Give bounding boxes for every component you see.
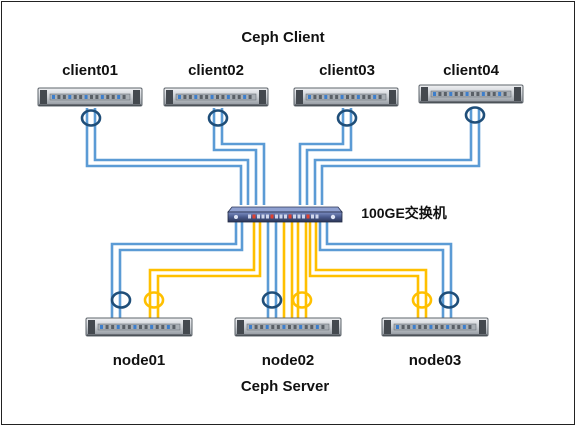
client-label-3: client03 xyxy=(319,62,375,79)
node-public-cable-1-1 xyxy=(110,222,238,318)
node-public-cable-3-1 xyxy=(318,222,445,318)
client-label-2: client02 xyxy=(188,62,244,79)
ceph-client-title: Ceph Client xyxy=(241,29,325,46)
node-server-icon-3 xyxy=(381,317,489,337)
client-cable-2-1 xyxy=(212,108,258,205)
client-cable-ring-icon-2 xyxy=(207,109,229,127)
client-label-4: client04 xyxy=(443,62,499,79)
node-public-cable-1-2 xyxy=(118,222,244,318)
client-cable-3-2 xyxy=(305,108,353,205)
client-cable-ring-icon-1 xyxy=(80,109,102,127)
client-cable-1-2 xyxy=(93,108,250,205)
cluster-network-cables xyxy=(148,222,428,318)
client-cable-4-1 xyxy=(313,108,473,205)
node-label-1: node01 xyxy=(112,352,166,369)
node-public-cable-3-2 xyxy=(325,222,453,318)
node-server-icon-1 xyxy=(85,317,193,337)
switch-icon xyxy=(227,206,343,223)
client-cable-4-2 xyxy=(320,108,481,205)
node-public-ring-icon-3 xyxy=(438,291,460,309)
node-server-icon-2 xyxy=(234,317,342,337)
client-server-icon-3 xyxy=(293,87,399,107)
client-cable-2-2 xyxy=(220,108,266,205)
ceph-server-title: Ceph Server xyxy=(240,378,330,395)
client-cable-ring-icon-3 xyxy=(336,109,358,127)
client-server-icon-4 xyxy=(418,84,524,104)
node-cluster-cable-1-1 xyxy=(148,222,256,318)
devices-layer xyxy=(37,84,524,337)
node-label-2: node02 xyxy=(261,352,315,369)
node-cluster-ring-icon-2 xyxy=(291,291,313,309)
node-label-3: node03 xyxy=(408,352,462,369)
client-label-1: client01 xyxy=(62,62,118,79)
node-cluster-ring-icon-3 xyxy=(411,291,433,309)
node-cluster-ring-icon-1 xyxy=(143,291,165,309)
node-public-ring-icon-1 xyxy=(110,291,132,309)
node-cluster-cable-3-1 xyxy=(308,222,420,318)
switch-label: 100GE交换机 xyxy=(361,205,447,221)
client-cable-ring-icon-4 xyxy=(464,106,486,124)
node-cluster-cable-3-2 xyxy=(314,222,428,318)
node-public-ring-icon-2 xyxy=(261,291,283,309)
node-cluster-cable-1-2 xyxy=(156,222,262,318)
client-cable-1-1 xyxy=(85,108,243,205)
client-server-icon-1 xyxy=(37,87,143,107)
client-server-icon-2 xyxy=(163,87,269,107)
cable-rings-layer xyxy=(80,106,486,309)
